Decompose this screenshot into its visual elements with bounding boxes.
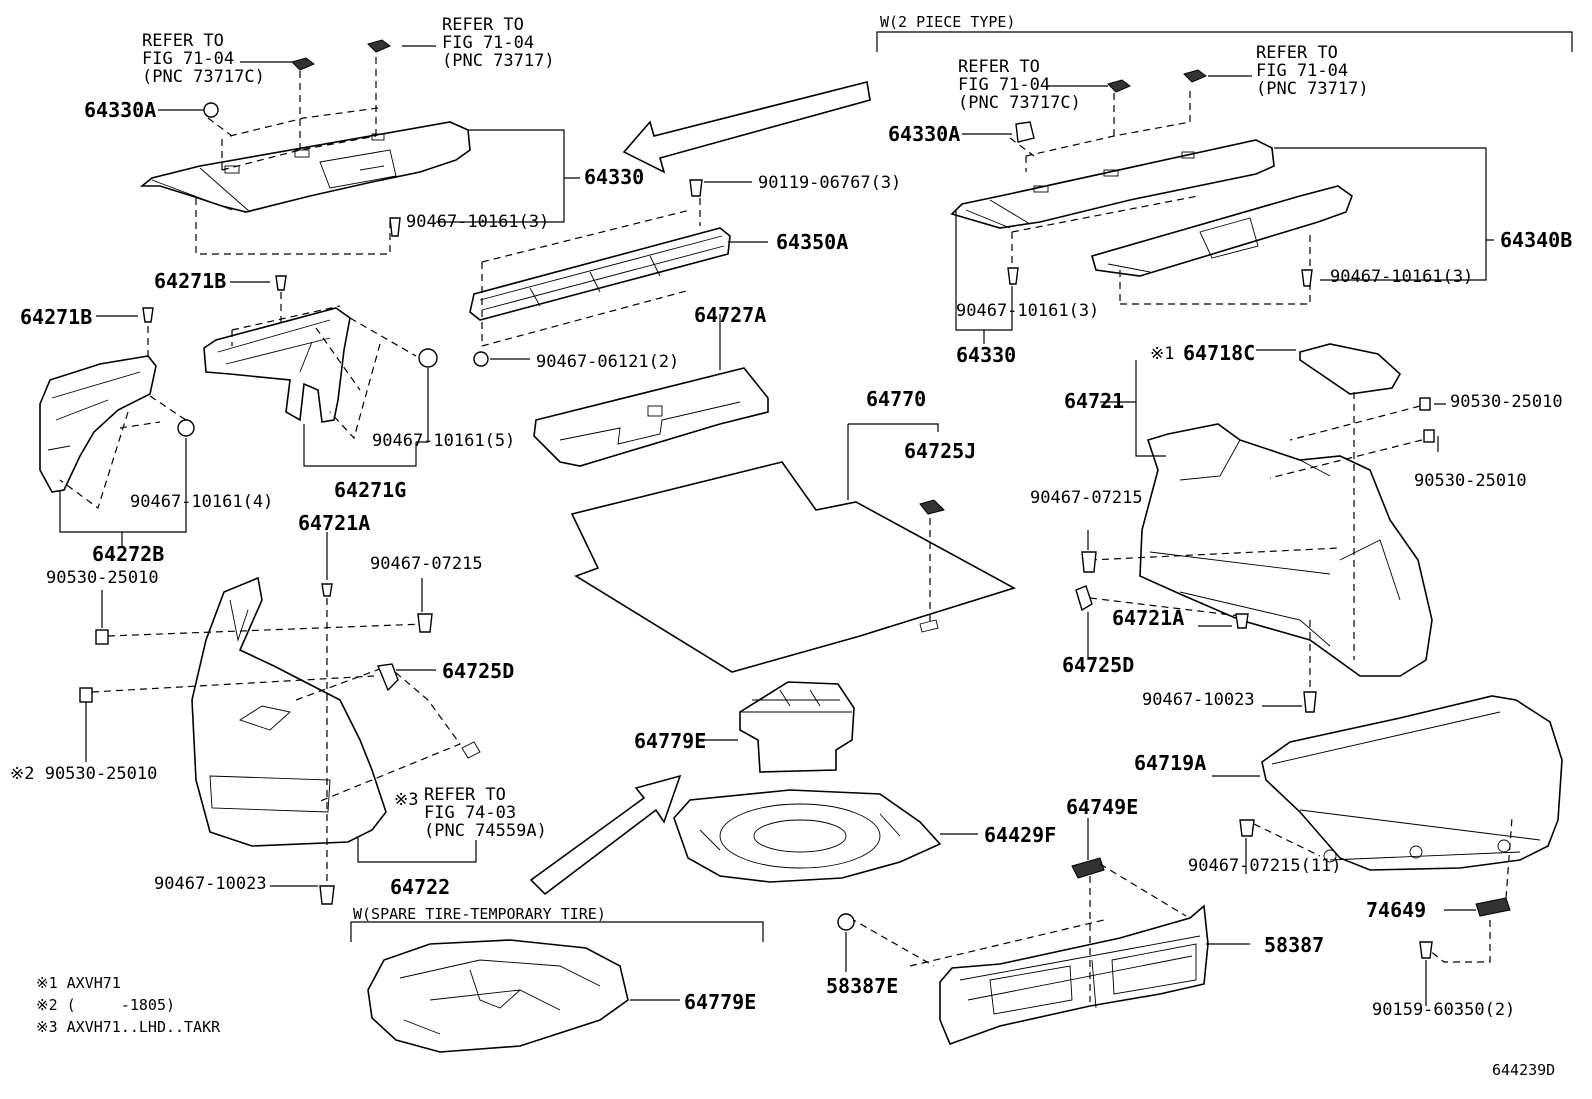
panel-64340B (1091, 185, 1353, 277)
part-64340B[interactable]: 64340B (1500, 228, 1573, 252)
bracket-74649 (1475, 897, 1511, 917)
part-64271G[interactable]: 64271G (334, 478, 407, 502)
ref-fig-71-04-b: REFER TO FIG 71-04 (PNC 73717) (442, 15, 555, 71)
label-w-spare-tire: W(SPARE TIRE-TEMPORARY TIRE) (353, 905, 606, 923)
ref-fig-71-04-a: REFER TO FIG 71-04 (PNC 73717C) (142, 31, 265, 87)
ref-fig-74-03: REFER TO FIG 74-03 (PNC 74559A) (424, 785, 547, 841)
arrow-left-icon (622, 81, 871, 174)
part-64770[interactable]: 64770 (866, 387, 927, 411)
part-64330-right[interactable]: 64330 (956, 343, 1017, 367)
part-90467-07215-left[interactable]: 90467-07215 (370, 554, 483, 574)
part-90467-10161-3-c[interactable]: 90467-10161(3) (956, 301, 1100, 321)
part-90467-07215-right[interactable]: 90467-07215 (1030, 488, 1143, 508)
part-64330-left[interactable]: 64330 (584, 165, 645, 189)
mark-1: ※1 (1150, 344, 1175, 364)
part-90467-10161-4[interactable]: 90467-10161(4) (130, 492, 274, 512)
part-58387[interactable]: 58387 (1264, 933, 1325, 957)
mark-3: ※3 (394, 790, 419, 810)
part-90467-10023-right[interactable]: 90467-10023 (1142, 690, 1255, 710)
note-1: ※1 AXVH71 (36, 974, 121, 992)
part-64350A[interactable]: 64350A (776, 230, 849, 254)
ref-fig-71-04-c: REFER TO FIG 71-04 (PNC 73717C) (958, 57, 1081, 113)
bracket-64749E (1071, 857, 1105, 879)
part-90467-10161-5[interactable]: 90467-10161(5) (372, 431, 516, 451)
cover-64718C (1299, 343, 1402, 395)
trim-64722 (191, 576, 387, 847)
arrow-up-right-icon (529, 774, 682, 896)
part-90119-06767[interactable]: 90119-06767(3) (758, 173, 902, 193)
part-90467-06121[interactable]: 90467-06121(2) (536, 352, 680, 372)
trunk-lid-trim-64719A (1261, 695, 1563, 871)
part-64721A-left[interactable]: 64721A (298, 511, 371, 535)
part-64727A[interactable]: 64727A (694, 303, 767, 327)
mat-64770 (570, 461, 1017, 673)
part-90467-10161-3-a[interactable]: 90467-10161(3) (406, 212, 550, 232)
tray-64429F (673, 789, 942, 883)
part-64719A[interactable]: 64719A (1134, 751, 1207, 775)
bracket-spare-tire (350, 921, 764, 942)
part-64725D-left[interactable]: 64725D (442, 659, 515, 683)
part-64725J[interactable]: 64725J (904, 439, 977, 463)
part-90530-25010-l1[interactable]: 90530-25010 (46, 568, 159, 588)
trim-64727A (533, 367, 769, 467)
trim-64272B (39, 355, 157, 493)
part-90530-25010-l2[interactable]: ※2 90530-25010 (10, 764, 158, 784)
diagram-code: 644239D (1492, 1061, 1556, 1079)
part-64779E-a[interactable]: 64779E (634, 729, 707, 753)
part-90159-60350[interactable]: 90159-60350(2) (1372, 1000, 1516, 1020)
part-64721-right[interactable]: 64721 (1064, 389, 1125, 413)
spare-tray-64779E (367, 939, 629, 1053)
label-w-2-piece-type: W(2 PIECE TYPE) (880, 13, 1016, 31)
part-90467-10023-left[interactable]: 90467-10023 (154, 874, 267, 894)
bracket-2-piece (876, 31, 1573, 52)
part-90467-07215-11[interactable]: 90467-07215(11) (1188, 856, 1342, 876)
part-64725D-right[interactable]: 64725D (1062, 653, 1135, 677)
part-64721A-right[interactable]: 64721A (1112, 606, 1185, 630)
panel-64330-left (139, 121, 471, 213)
part-64722[interactable]: 64722 (390, 875, 451, 899)
part-58387E[interactable]: 58387E (826, 974, 899, 998)
trim-64271G (203, 307, 351, 423)
note-3: ※3 AXVH71..LHD..TAKR (36, 1018, 221, 1036)
part-64271B-b[interactable]: 64271B (20, 305, 93, 329)
part-64272B[interactable]: 64272B (92, 542, 165, 566)
note-2: ※2 ( -1805) (36, 996, 175, 1014)
part-64718C[interactable]: 64718C (1183, 341, 1256, 365)
part-64330A-right[interactable]: 64330A (888, 122, 961, 146)
panel-64330-right (950, 139, 1275, 229)
part-90530-25010-r2[interactable]: 90530-25010 (1414, 471, 1527, 491)
rail-64350A (469, 227, 731, 321)
part-64330A-left[interactable]: 64330A (84, 98, 157, 122)
tire-tool-tray-64779E (739, 681, 855, 773)
part-64271B-a[interactable]: 64271B (154, 269, 227, 293)
part-64429F[interactable]: 64429F (984, 823, 1057, 847)
part-90467-10161-3-b[interactable]: 90467-10161(3) (1330, 267, 1474, 287)
part-74649[interactable]: 74649 (1366, 898, 1427, 922)
part-64749E[interactable]: 64749E (1066, 795, 1139, 819)
ref-fig-71-04-d: REFER TO FIG 71-04 (PNC 73717) (1256, 43, 1369, 99)
part-64779E-b[interactable]: 64779E (684, 990, 757, 1014)
part-90530-25010-r1[interactable]: 90530-25010 (1450, 392, 1563, 412)
scuff-plate-58387 (939, 904, 1209, 1046)
